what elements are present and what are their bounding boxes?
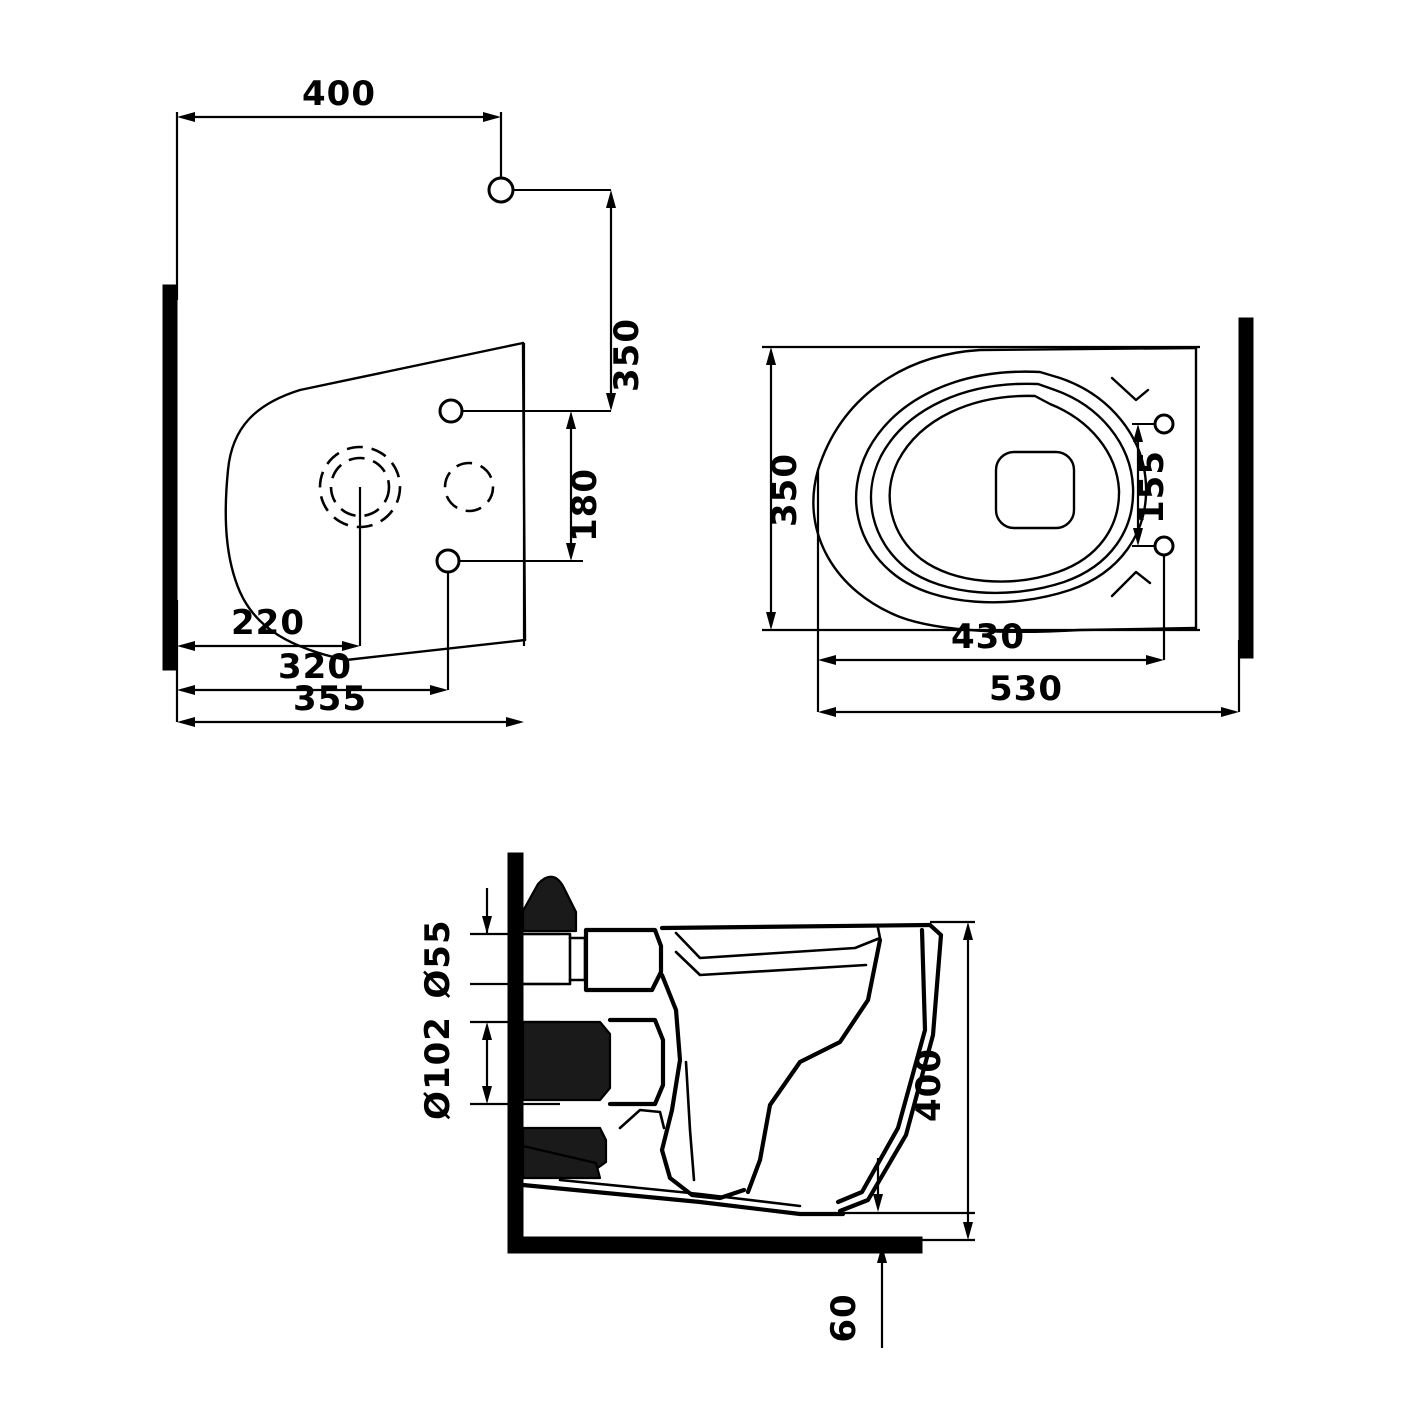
wall-hatch-vertical	[507, 852, 524, 1252]
dim-label-430: 430	[951, 617, 1025, 657]
rim-inner-channel-2	[674, 950, 868, 977]
arrow-530-left	[818, 707, 836, 717]
arrow-350p-top	[766, 347, 776, 365]
inlet-pipe-socket-inner	[568, 936, 587, 982]
arrow-320-left	[177, 685, 195, 695]
mounting-hole-top	[487, 176, 515, 204]
arrow-180-bottom	[566, 543, 576, 561]
wall-bracket-wedge	[521, 1144, 602, 1180]
arrow-355-left	[177, 717, 195, 727]
arrow-220-left	[177, 641, 195, 651]
dim-label-155: 155	[1132, 450, 1172, 524]
arrow-55	[482, 916, 492, 934]
dim-label-60: 60	[824, 1293, 864, 1342]
arrow-155-top	[1133, 424, 1143, 442]
arrow-430-left	[818, 655, 836, 665]
inlet-hidden-circle	[443, 461, 495, 513]
wall-hatch	[162, 284, 178, 671]
arrow-530-right	[1221, 707, 1239, 717]
arrow-320-right	[430, 685, 448, 695]
arrow-355-right	[506, 717, 524, 727]
pan-section-profile-outer-inner	[835, 927, 928, 1205]
dim-label-400: 400	[302, 74, 376, 114]
vertical-section-view: Ø55 Ø102 400 60	[418, 852, 975, 1348]
arrow-350f-bottom	[606, 393, 616, 411]
ring-hinge-detail-top	[1110, 376, 1150, 402]
outlet-hidden-circle-inner	[329, 456, 391, 518]
fixing-bolt-bottom	[1153, 535, 1175, 557]
fixing-hole-lower	[435, 548, 461, 574]
arrow-350f-top	[606, 190, 616, 208]
seat-ring-outline	[855, 370, 1148, 604]
inlet-connector-section	[521, 875, 578, 933]
arrow-102-top	[482, 1022, 492, 1040]
pan-underside	[520, 1182, 846, 1217]
bowl-inner-wall-right	[745, 937, 883, 1195]
dim-label-350-plan: 350	[765, 453, 805, 527]
arrow-60	[877, 1245, 887, 1263]
outlet-spigot-body	[607, 1017, 666, 1107]
dim-label-220: 220	[231, 603, 305, 643]
rim-inner-channel	[674, 926, 882, 960]
outlet-connector-section	[521, 1020, 612, 1102]
pan-rim-top-line	[659, 922, 933, 931]
bowl-inner-wall-left	[659, 972, 747, 1201]
ring-hinge-detail-bottom	[1110, 570, 1152, 598]
wall-hatch	[1238, 317, 1254, 659]
flush-opening-square	[994, 450, 1076, 530]
seat-ring-inner-outline	[869, 382, 1135, 595]
dim-label-530: 530	[989, 669, 1063, 709]
dim-label-400-section: 400	[909, 1048, 949, 1122]
pan-section-profile-outer	[837, 922, 944, 1214]
bowl-opening-outline	[888, 394, 1121, 583]
pan-outline	[224, 341, 527, 662]
pan-foot-detail	[618, 1108, 666, 1130]
inlet-pipe-socket	[521, 932, 572, 986]
pan-underside-inner	[558, 1178, 802, 1208]
arrow-180-top	[566, 411, 576, 429]
dim-label-355: 355	[293, 679, 367, 719]
trap-throat	[684, 1060, 696, 1182]
dim-label-350-front: 350	[607, 318, 647, 392]
dim-label-320: 320	[278, 647, 352, 687]
arrow-400-right	[483, 112, 501, 122]
arrow-155-bottom	[1133, 528, 1143, 546]
arrow-350p-bottom	[766, 612, 776, 630]
arrow-220-right	[342, 641, 360, 651]
dim-label-55: Ø55	[418, 919, 458, 998]
fixing-bolt-top	[1153, 413, 1175, 435]
arrow-430-right	[1146, 655, 1164, 665]
floor-hatch-horizontal	[507, 1236, 923, 1254]
dim-label-102: Ø102	[418, 1016, 458, 1120]
fixing-hole-upper	[438, 398, 464, 424]
inlet-spigot-body	[583, 927, 664, 993]
arrow-400s-bottom	[963, 1222, 973, 1240]
arrow-400s-top	[963, 922, 973, 940]
arrow-pan-bottom	[873, 1194, 883, 1212]
dim-label-180: 180	[565, 468, 605, 542]
top-plan-view: 350 155 430 530	[762, 317, 1254, 717]
arrow-102-bottom	[482, 1086, 492, 1104]
arrow-400-left	[177, 112, 195, 122]
front-elevation-view: 400 350 180 220 320	[162, 74, 647, 727]
